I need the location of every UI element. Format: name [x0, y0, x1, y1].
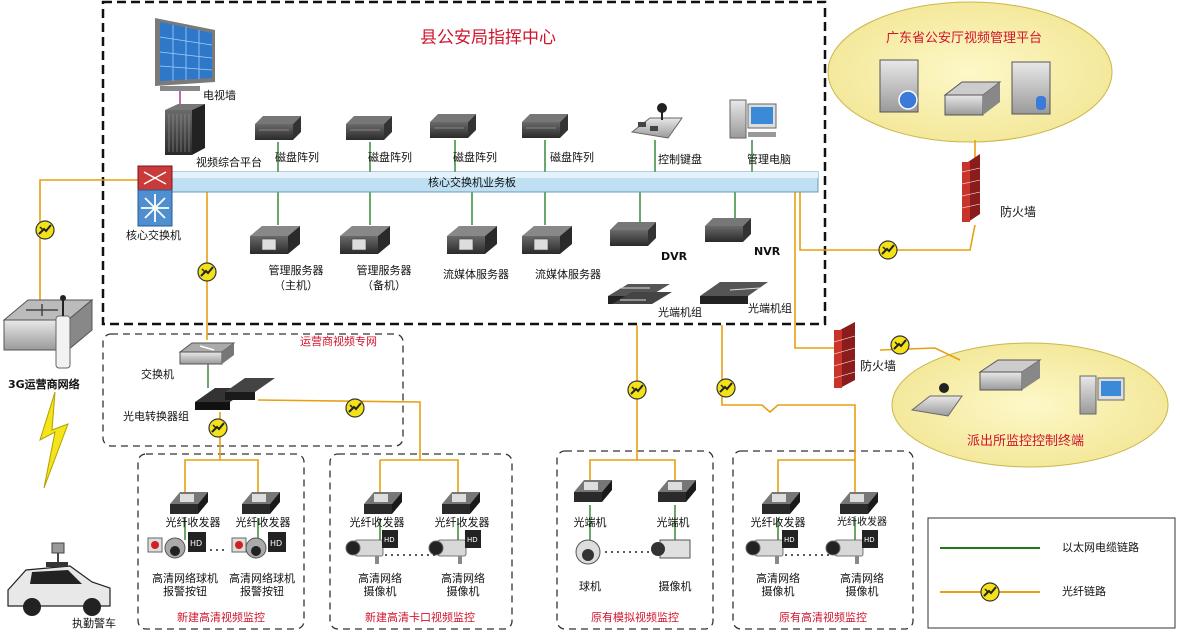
group4-bottom-right: 高清网络 摄像机 — [840, 572, 884, 598]
disk-array-3-label: 磁盘阵列 — [453, 151, 497, 164]
legend-box — [927, 517, 1176, 629]
control-keyboard-graphic — [630, 103, 683, 139]
management-pc-label: 管理电脑 — [747, 153, 791, 166]
backplane-label: 核心交换机业务板 — [428, 176, 516, 189]
firewall-top-label: 防火墙 — [1000, 205, 1037, 219]
svg-text:HD: HD — [270, 539, 282, 548]
core-switch-label: 核心交换机 — [126, 229, 181, 242]
dvr-label: DVR — [661, 250, 688, 263]
core-switch-graphic — [137, 165, 173, 227]
disk-array-1-label: 磁盘阵列 — [275, 151, 319, 164]
group3-right-label: 光端机 — [656, 516, 690, 529]
group1-cameras: HD HD — [147, 532, 286, 559]
group2-bottom-right: 高清网络 摄像机 — [441, 572, 485, 598]
group2-title: 新建高清卡口视频监控 — [365, 611, 475, 624]
group3-bottom-left: 球机 — [579, 580, 601, 593]
police-station-zone — [891, 342, 1169, 468]
command-center-boundary — [101, 0, 827, 326]
svg-text:HD: HD — [467, 536, 478, 544]
converter-group-label: 光电转换器组 — [123, 410, 189, 423]
management-pc-graphic — [729, 99, 777, 139]
carrier-switch-graphic — [178, 342, 236, 365]
command-center-title: 县公安局指挥中心 — [420, 28, 556, 48]
optical-group-2-graphic — [700, 282, 768, 304]
group3-bottom-right: 摄像机 — [658, 580, 692, 593]
group-box-3 — [556, 450, 714, 630]
group2-right-label: 光纤收发器 — [434, 516, 490, 529]
gd-platform-zone — [827, 1, 1113, 143]
group3-left-label: 光端机 — [573, 516, 607, 529]
patrol-car-graphic — [7, 542, 111, 616]
svg-text:HD: HD — [190, 539, 202, 548]
group3-cameras — [575, 539, 691, 565]
group1-left-label: 光纤收发器 — [165, 516, 221, 529]
group4-left-label: 光纤收发器 — [750, 516, 806, 529]
group2-bottom-left: 高清网络 摄像机 — [358, 572, 402, 598]
police-station-title: 派出所监控控制终端 — [967, 434, 1085, 449]
optical-group-2-label: 光端机组 — [748, 302, 792, 315]
group-box-4 — [732, 450, 914, 630]
switch-label: 交换机 — [141, 368, 174, 381]
group1-right-label: 光纤收发器 — [235, 516, 291, 529]
group-box-1 — [137, 453, 305, 630]
tv-wall-label: 电视墙 — [203, 89, 236, 102]
mgmt-server-backup-label: 管理服务器 — [356, 264, 412, 277]
gd-platform-devices — [879, 59, 1051, 116]
firewall-top-graphic — [961, 154, 981, 222]
tv-wall-graphic — [155, 18, 215, 106]
carrier-network-title: 运营商视频专网 — [300, 335, 377, 348]
group-box-2 — [329, 453, 513, 630]
nvr-label: NVR — [754, 245, 781, 258]
stream-server-1-label: 流媒体服务器 — [443, 268, 509, 281]
firewall-bottom-graphic — [833, 322, 856, 388]
firewall-bottom-label: 防火墙 — [860, 359, 897, 373]
wireless-link-graphic — [39, 391, 69, 489]
disk-array-4-label: 磁盘阵列 — [550, 151, 594, 164]
group1-title: 新建高清视频监控 — [177, 611, 265, 624]
svg-text:HD: HD — [864, 536, 875, 544]
svg-text:HD: HD — [784, 536, 795, 544]
group1-bottom-right: 高清网络球机 报警按钮 — [229, 572, 295, 598]
converter-group-graphic — [195, 378, 275, 410]
group1-bottom-left: 高清网络球机 报警按钮 — [152, 572, 218, 598]
svg-text:HD: HD — [384, 536, 395, 544]
control-keyboard-label: 控制键盘 — [658, 153, 702, 166]
group4-right-label: 光纤收发器 — [837, 517, 887, 528]
optical-group-1-graphic — [608, 284, 672, 304]
group4-bottom-left: 高清网络 摄像机 — [756, 572, 800, 598]
group2-left-label: 光纤收发器 — [349, 516, 405, 529]
mgmt-server-main-label: 管理服务器 — [268, 264, 324, 277]
video-platform-label: 视频综合平台 — [196, 156, 262, 169]
group4-title: 原有高清视频监控 — [779, 611, 867, 624]
police-station-devices — [910, 359, 1125, 417]
optical-group-1-label: 光端机组 — [658, 306, 702, 319]
mgmt-server-backup-sub: （备机） — [362, 279, 406, 292]
patrol-car-label: 执勤警车 — [72, 617, 116, 630]
disk-array-2-label: 磁盘阵列 — [368, 151, 412, 164]
router-3g-graphic — [2, 295, 94, 369]
legend-fiber-label: 光纤链路 — [1062, 585, 1106, 598]
video-platform-graphic — [165, 104, 205, 155]
stream-server-2-label: 流媒体服务器 — [535, 268, 601, 281]
legend-ethernet-label: 以太网电缆链路 — [1062, 541, 1139, 554]
net-3g-label: 3G运营商网络 — [8, 378, 80, 391]
carrier-network-boundary — [102, 333, 404, 447]
mgmt-server-main-sub: （主机） — [274, 279, 318, 292]
gd-platform-title: 广东省公安厅视频管理平台 — [886, 31, 1043, 46]
group3-title: 原有模拟视频监控 — [591, 611, 679, 624]
